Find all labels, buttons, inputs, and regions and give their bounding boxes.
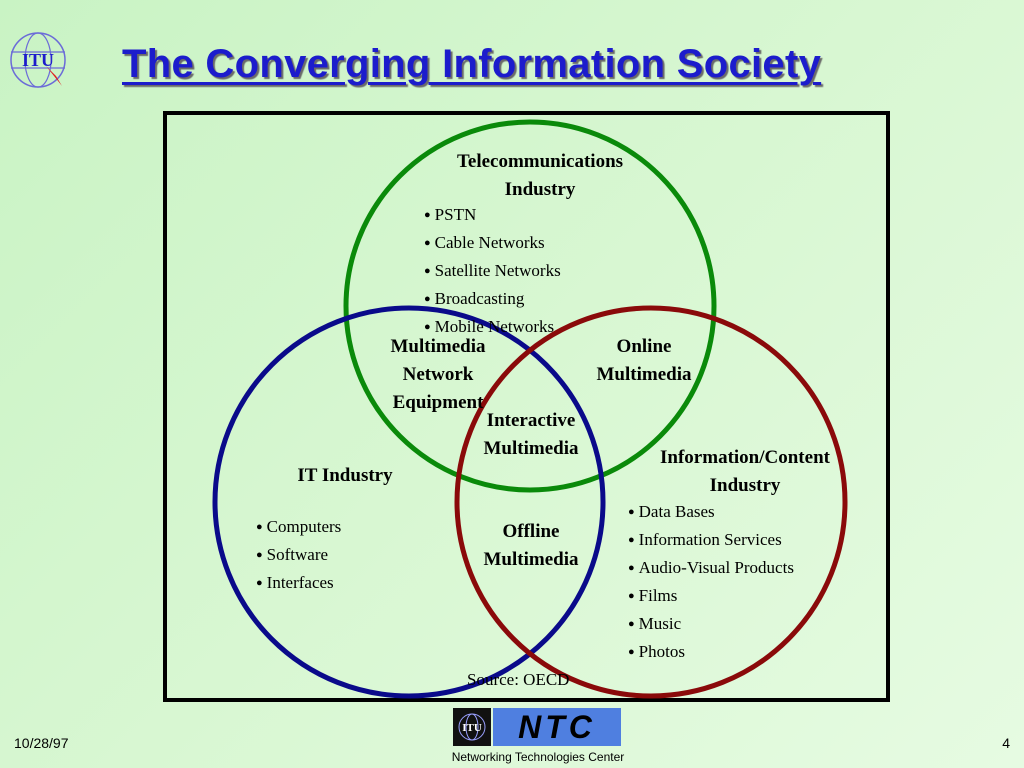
diagram-frame — [163, 111, 890, 702]
list-item: Photos — [628, 639, 794, 667]
it-industry-circle — [212, 305, 606, 699]
list-item: Interfaces — [256, 570, 341, 598]
svg-text:ITU: ITU — [22, 50, 54, 70]
interactive-multimedia-label: Interactive Multimedia — [483, 410, 579, 459]
page-number: 4 — [1002, 735, 1010, 751]
svg-text:ITU: ITU — [462, 722, 482, 734]
list-item: Satellite Networks — [424, 258, 561, 286]
footer-date: 10/28/97 — [14, 735, 69, 751]
multimedia-network-equipment-label: Multimedia Network Equipment — [390, 336, 486, 413]
page-title: The Converging Information Society — [122, 42, 822, 86]
itu-logo: ITU — [10, 32, 70, 90]
it-industry-title: IT Industry — [297, 465, 393, 486]
list-item: Films — [628, 583, 794, 611]
telecom-circle — [343, 119, 717, 493]
list-item: Software — [256, 542, 341, 570]
list-item: Computers — [256, 514, 342, 542]
content-industry-circle — [454, 305, 848, 699]
offline-multimedia-label: Offline Multimedia — [483, 521, 579, 570]
list-item: PSTN — [424, 202, 561, 230]
ntc-caption: Networking Technologies Center — [451, 750, 625, 764]
telecom-title: Telecommunications Industry — [456, 151, 624, 200]
source-note: Source: OECD — [467, 670, 570, 689]
list-item: Mobile Networks — [424, 314, 561, 342]
list-item: Broadcasting — [424, 286, 561, 314]
list-item: Music — [628, 611, 794, 639]
list-item: Audio-Visual Products — [628, 555, 794, 583]
content-industry-title: Information/Content Industry — [660, 447, 830, 496]
ntc-logo: ITU NTC — [453, 708, 621, 746]
list-item: Cable Networks — [424, 230, 561, 258]
list-item: Data Bases — [628, 499, 794, 527]
it-industry-list: Computers Software Interfaces — [256, 514, 342, 598]
list-item: Information Services — [628, 527, 794, 555]
telecom-list: PSTN Cable Networks Satellite Networks B… — [424, 202, 561, 342]
content-industry-list: Data Bases Information Services Audio-Vi… — [628, 499, 794, 667]
svg-text:NTC: NTC — [518, 709, 596, 745]
online-multimedia-label: Online Multimedia — [596, 336, 692, 385]
